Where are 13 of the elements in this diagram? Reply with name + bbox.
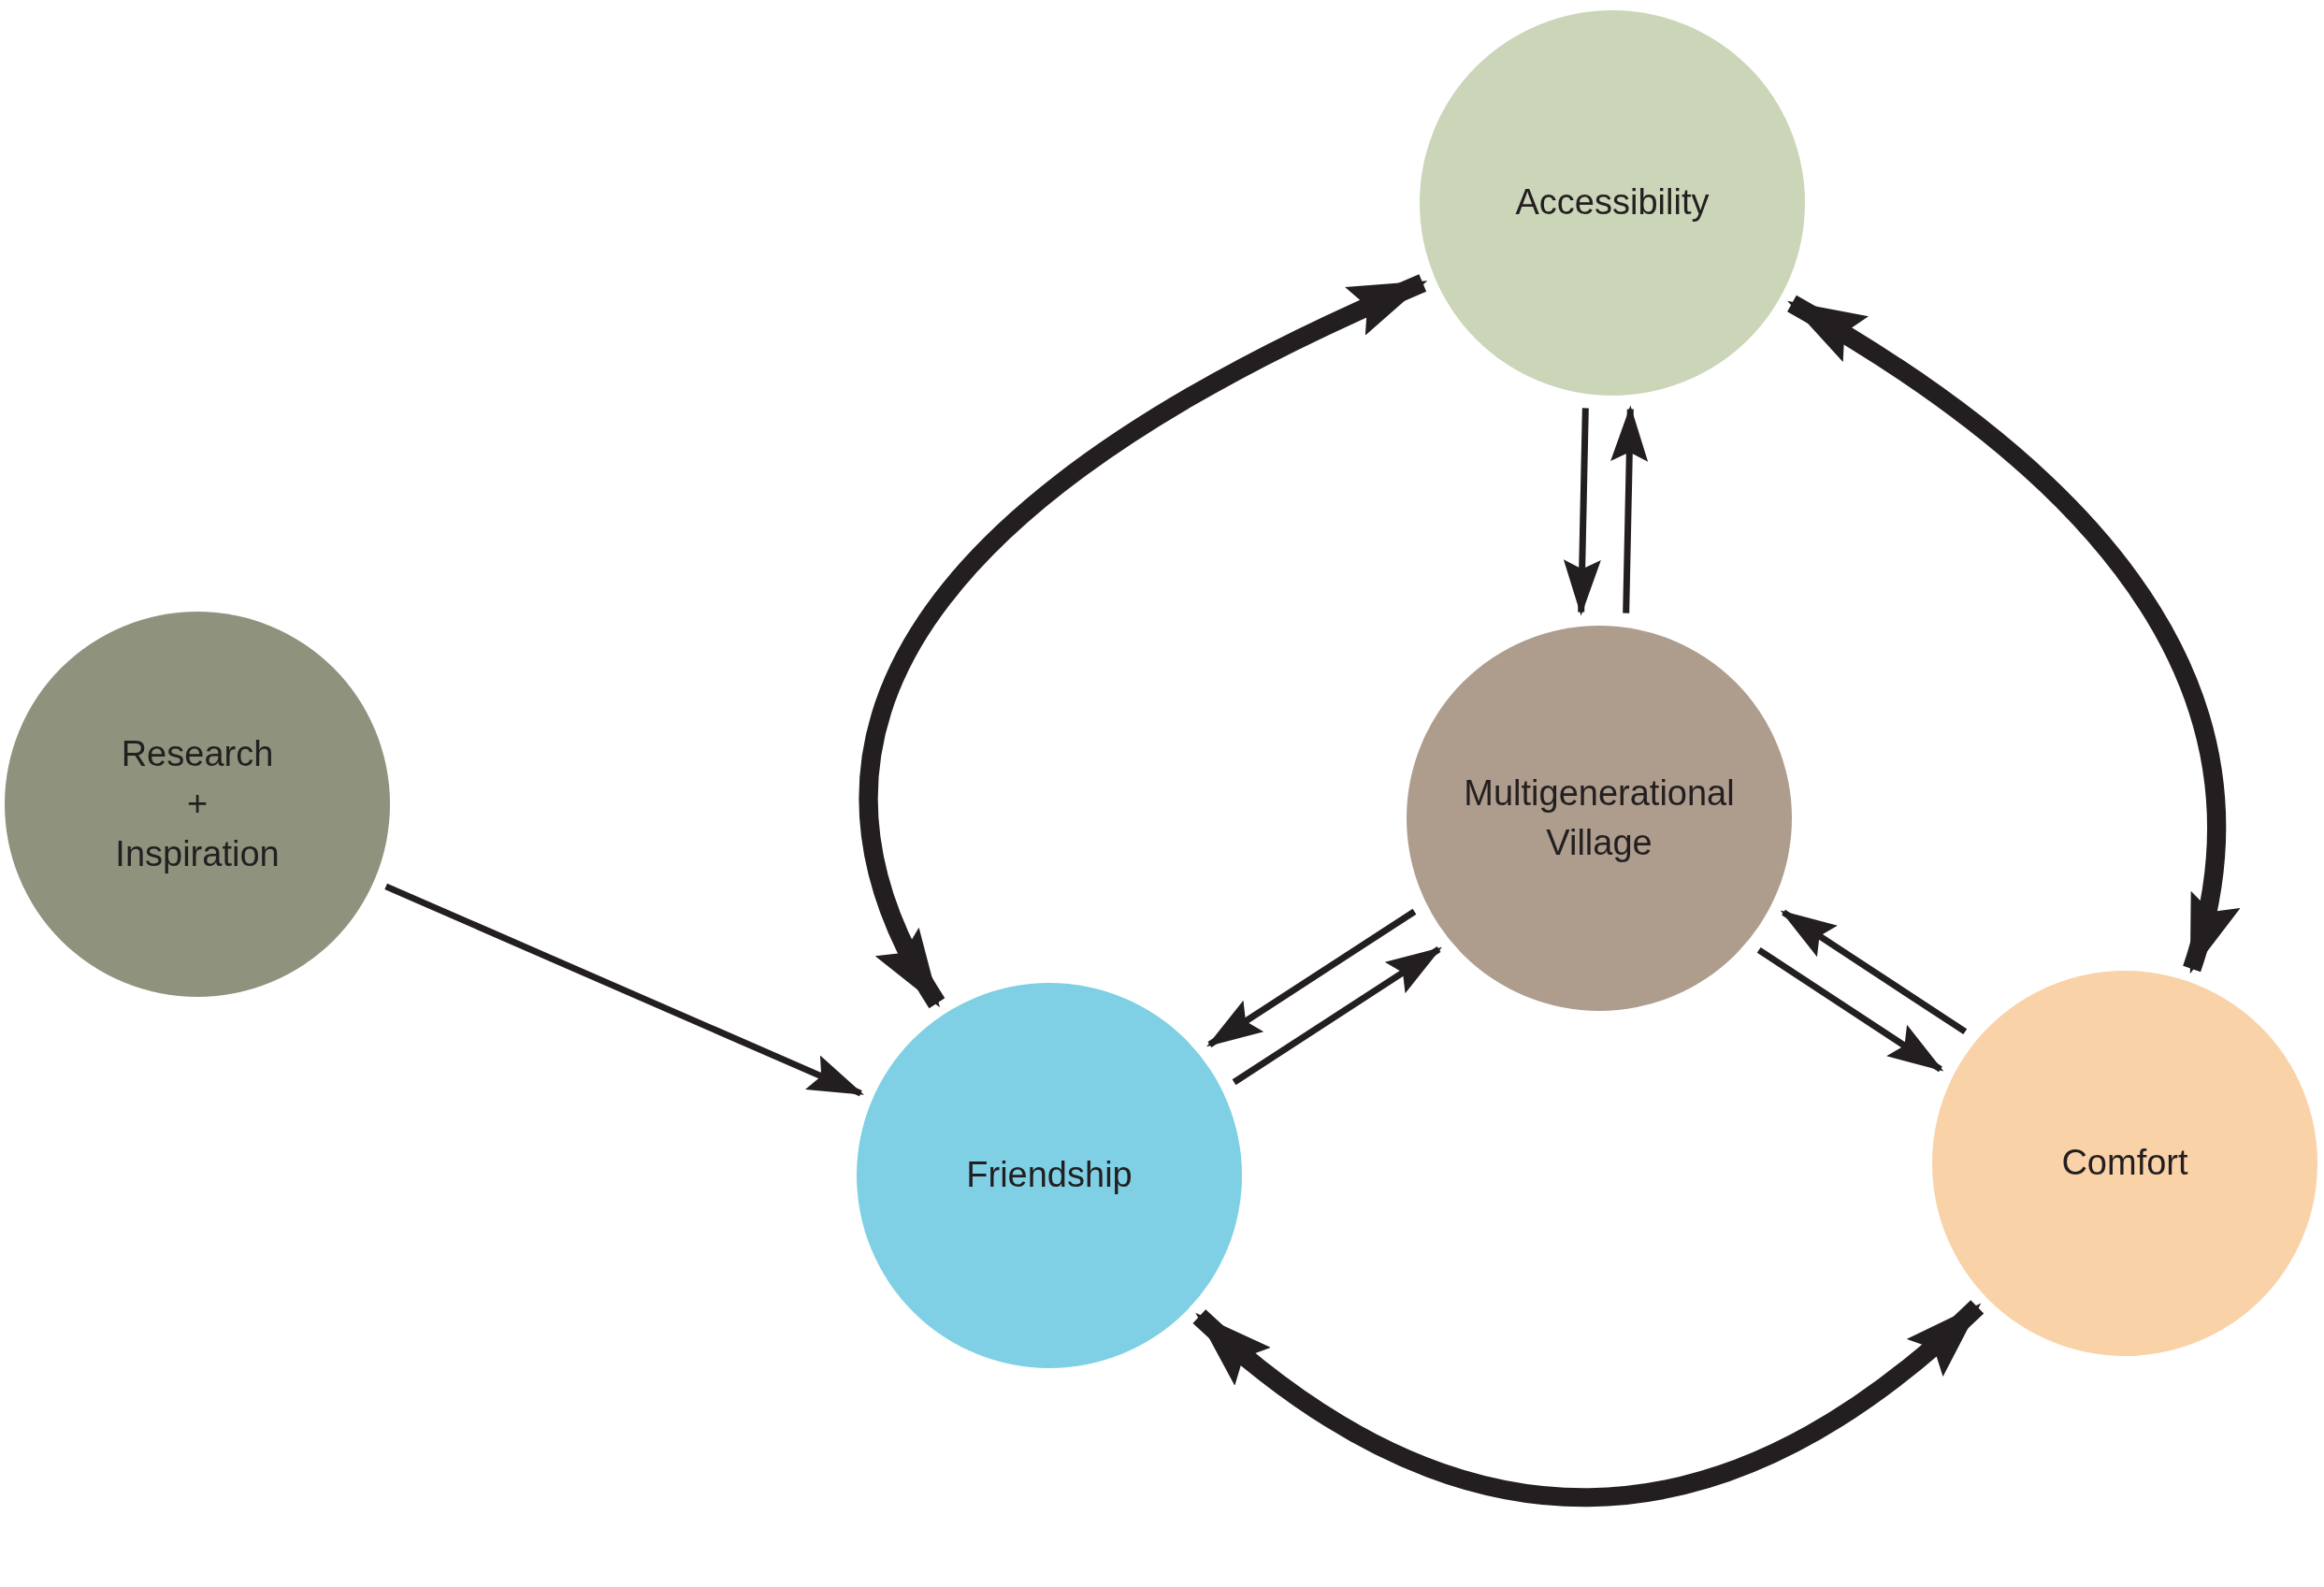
curved-arrow <box>859 274 1428 1008</box>
arrow <box>1780 909 1968 1035</box>
curved-arrow <box>1192 1299 1984 1507</box>
arrow <box>1232 946 1442 1086</box>
node-label: Accessibility <box>1515 181 1710 224</box>
arrow <box>384 883 864 1097</box>
arrow <box>1756 946 1944 1073</box>
curved-arrow <box>1786 295 2237 974</box>
node-label: Multigenerational Village <box>1464 772 1735 864</box>
arrow <box>1206 908 1417 1047</box>
node-label: Friendship <box>966 1154 1133 1197</box>
node-label: Research + Inspiration <box>115 733 280 875</box>
node-label: Comfort <box>2061 1142 2188 1185</box>
